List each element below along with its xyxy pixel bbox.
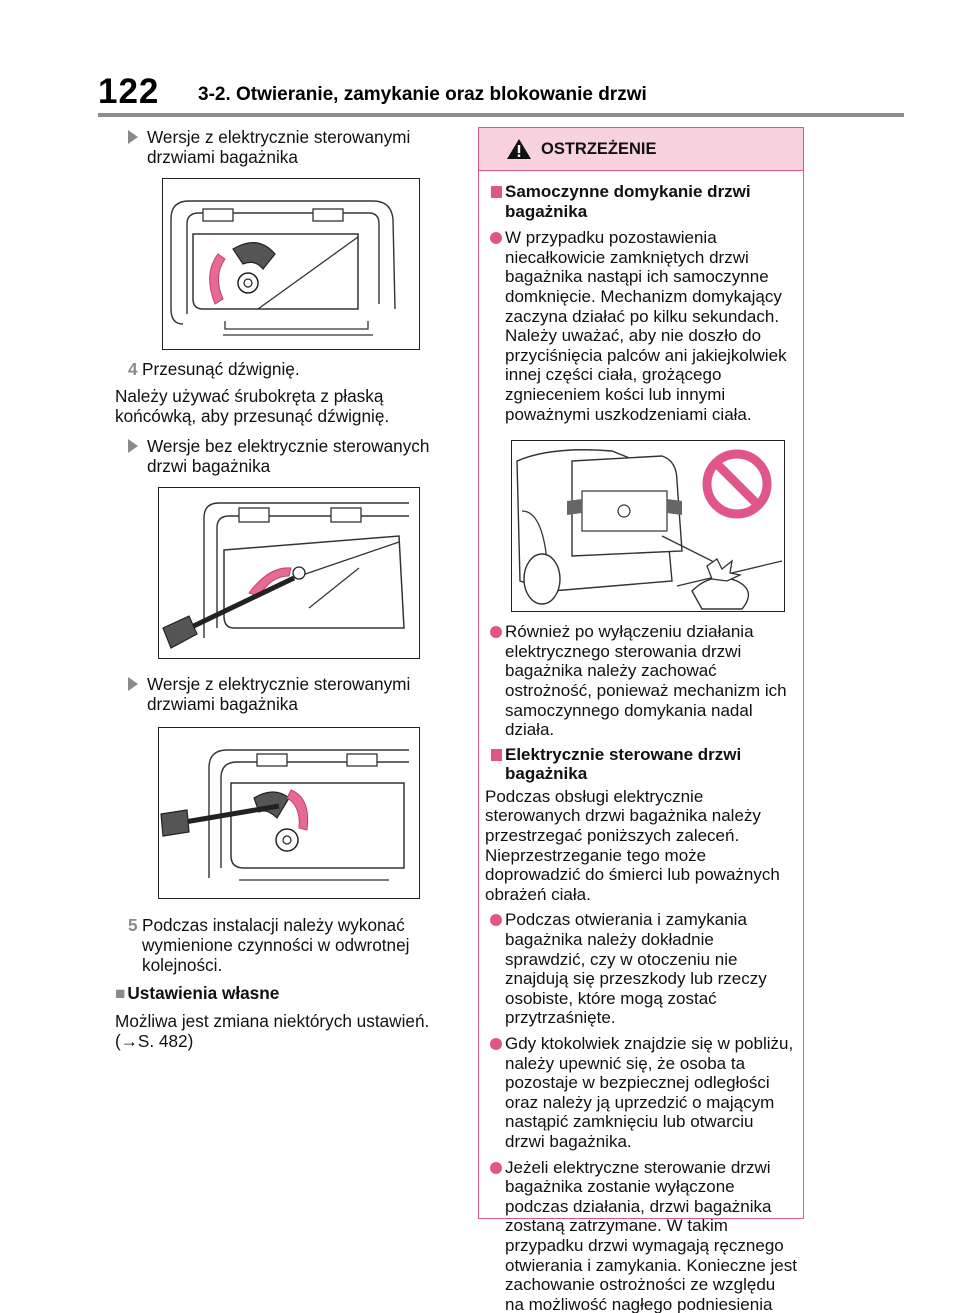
warning-item-3: Podczas otwierania i zamykania bagażnika… <box>485 910 797 1028</box>
square-marker-icon <box>491 186 502 198</box>
paragraph-screwdriver: Należy używać śrubokręta z płaską końców… <box>115 386 390 426</box>
page-reference: (→S. 482) <box>115 1031 194 1051</box>
step-5: 5 Podczas instalacji należy wykonać wymi… <box>128 915 410 975</box>
bullet-electric-1: Wersje z elektrycznie sterowanymi drzwia… <box>115 127 445 167</box>
step-4: 4 Przesunąć dźwignię. <box>128 359 300 379</box>
auto-close-heading: Samoczynne domykanie drzwi bagażnika <box>485 182 797 221</box>
triangle-bullet-icon <box>128 439 138 453</box>
dot-bullet-icon <box>490 232 502 245</box>
power-door-heading: Elektrycznie sterowane drzwi bagażnika <box>485 745 797 784</box>
illustration-lever-electric-2 <box>158 727 420 899</box>
warning-body: Samoczynne domykanie drzwi bagażnika W p… <box>479 182 803 1313</box>
dot-bullet-icon <box>490 626 502 639</box>
custom-settings-text: Możliwa jest zmiana niektórych ustawień.… <box>115 1011 430 1051</box>
power-door-paragraph: Podczas obsługi elektrycznie sterowanych… <box>485 786 780 904</box>
warning-item-4: Gdy ktokolwiek znajdzie się w pobliżu, n… <box>485 1034 797 1152</box>
warning-triangle-icon <box>507 139 531 159</box>
header-rule <box>98 113 904 117</box>
step-number: 5 <box>128 915 138 935</box>
prohibition-icon <box>702 449 772 519</box>
triangle-bullet-icon <box>128 677 138 691</box>
square-marker-icon: ■ <box>115 983 126 1003</box>
warning-box: OSTRZEŻENIE Samoczynne domykanie drzwi b… <box>478 127 804 1313</box>
illustration-car-trunk <box>511 440 785 613</box>
warning-item-1: W przypadku pozostawienia niecałkowicie … <box>485 228 797 424</box>
page-header: 122 3-2. Otwieranie, zamykanie oraz blok… <box>0 0 960 118</box>
illustration-lever-non-electric <box>158 487 420 659</box>
triangle-bullet-icon <box>128 130 138 144</box>
warning-header: OSTRZEŻENIE <box>479 128 803 171</box>
warning-title: OSTRZEŻENIE <box>541 140 657 158</box>
bullet-electric-2: Wersje z elektrycznie sterowanymi drzwia… <box>115 674 445 714</box>
page-number: 122 <box>98 72 160 111</box>
left-column: Wersje z elektrycznie sterowanymi drzwia… <box>115 118 455 1051</box>
warning-item-5: Jeżeli elektryczne sterowanie drzwi baga… <box>485 1158 797 1313</box>
dot-bullet-icon <box>490 1038 502 1050</box>
dot-bullet-icon <box>490 914 502 927</box>
square-marker-icon <box>491 748 502 761</box>
custom-settings-heading: ■Ustawienia własne <box>115 983 280 1003</box>
step-number: 4 <box>128 359 138 379</box>
illustration-lever-electric <box>162 178 420 350</box>
section-title: 3-2. Otwieranie, zamykanie oraz blokowan… <box>198 84 647 105</box>
warning-item-2: Również po wyłączeniu działania elektryc… <box>485 622 797 740</box>
bullet-non-electric: Wersje bez elektrycznie sterowanych drzw… <box>115 436 450 476</box>
dot-bullet-icon <box>490 1161 502 1174</box>
